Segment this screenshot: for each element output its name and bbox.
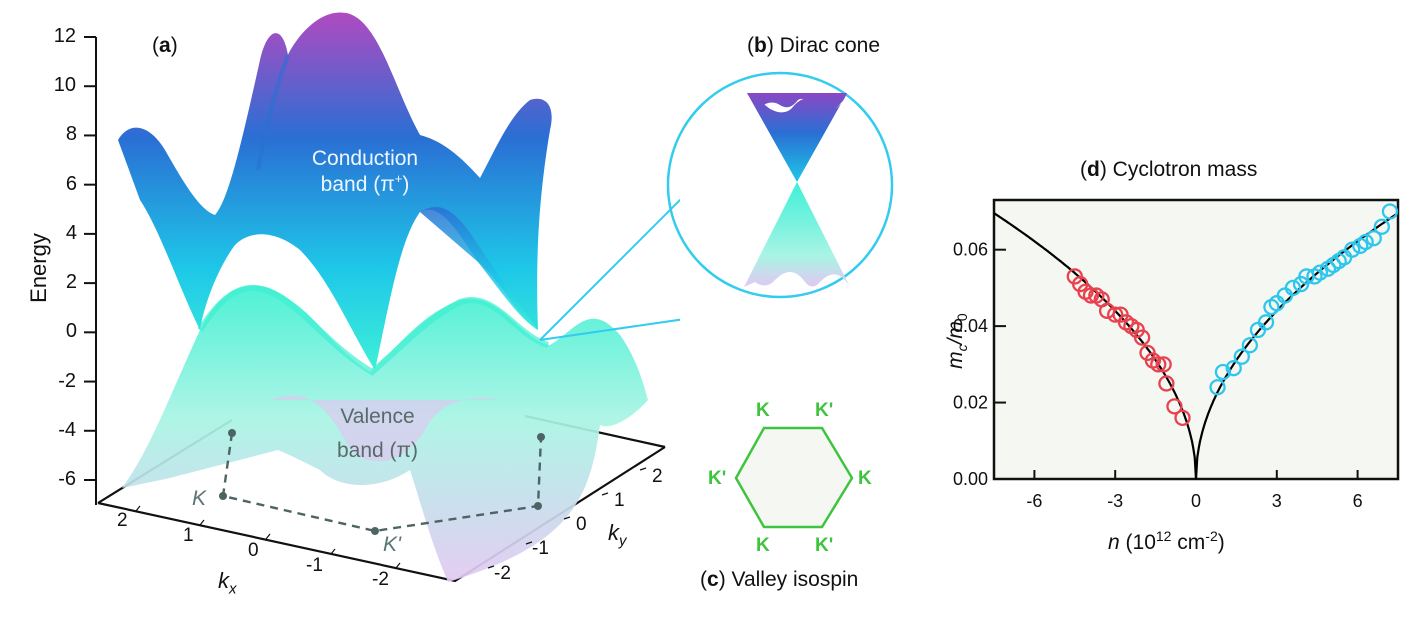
panel-c-valley-isospin: K K' K' K K K' (c) Valley isospin — [690, 390, 920, 628]
x-tick-label: -6 — [1026, 491, 1042, 511]
energy-tick-label: 8 — [65, 123, 77, 146]
electrons-data-point — [1257, 314, 1275, 331]
electrons-data-point — [1241, 337, 1259, 354]
panel-d-cyclotron-mass: (d) Cyclotron mass -6 -3 0 3 6 0.00 0.02 0.04 0.… — [920, 150, 1401, 628]
electrons-data-point — [1225, 360, 1242, 377]
electrons-data-point — [1214, 363, 1232, 381]
valley-hexagon — [734, 426, 854, 529]
electrons-data-point — [1365, 230, 1382, 247]
electrons-data-point — [1233, 348, 1250, 365]
energy-tick-label: 10 — [53, 74, 76, 97]
energy-tick-label: -4 — [58, 418, 76, 441]
energy-tick-label: 12 — [53, 25, 76, 47]
conduction-band-surface — [118, 12, 552, 370]
panel-a-label: (a) — [152, 34, 178, 57]
holes-data-point — [1166, 398, 1183, 415]
electrons-data-point — [1284, 279, 1302, 297]
energy-tick-label: -2 — [58, 369, 76, 392]
x-tick-label: 0 — [1191, 491, 1201, 511]
electrons-data-point — [1381, 203, 1399, 220]
energy-tick-label: -6 — [58, 468, 76, 490]
plot-area — [992, 198, 1400, 481]
energy-tick-label: 0 — [65, 320, 77, 343]
panel-b-dirac-cone: (b) Dirac cone — [660, 0, 920, 320]
panel-a-band-structure: 12 10 8 6 4 2 0 -2 -4 -6 Energy (a) Conduction ba… — [0, 0, 789, 628]
x-axis-label: n (1012 cm-2) — [1108, 528, 1225, 554]
holes-data-point — [1155, 356, 1172, 373]
energy-tick-label: 2 — [65, 271, 77, 294]
holes-data-point — [1107, 306, 1124, 323]
energy-axis-label: Energy — [26, 233, 51, 303]
holes-data-point — [1133, 329, 1151, 346]
electrons-data-point — [1344, 241, 1361, 258]
y-tick-label: 0.06 — [953, 240, 988, 260]
band-structure-plot — [84, 12, 789, 583]
zoom-connector-lines — [539, 179, 789, 341]
energy-axis — [84, 36, 97, 505]
dirac-cone-inset — [666, 71, 894, 299]
valence-band-surface — [122, 284, 648, 582]
kprime-point-label: K' — [383, 533, 402, 556]
k-point-label: K — [192, 487, 207, 510]
y-tick-label: 0.02 — [953, 393, 988, 413]
ky-axis-ticks — [487, 467, 647, 569]
holes-data-point — [1150, 356, 1167, 373]
panel-d-title: (d) Cyclotron mass — [1080, 158, 1258, 181]
kx-axis-label: kx — [218, 568, 237, 598]
brillouin-zone-projection — [219, 429, 545, 535]
electrons-data-point — [1373, 218, 1390, 235]
x-tick-label: -3 — [1107, 491, 1123, 511]
electrons-data-point — [1311, 264, 1329, 281]
zoom-circle — [666, 71, 894, 299]
panel-b-title: (b) Dirac cone — [747, 34, 881, 57]
energy-tick-label: 6 — [65, 172, 77, 195]
conduction-band-label: Conduction band (π+) — [311, 147, 419, 196]
electrons-data-point — [1209, 379, 1226, 396]
holes-data-point — [1082, 287, 1100, 304]
panel-c-title: (c) Valley isospin — [700, 568, 859, 591]
energy-tick-label: 4 — [65, 221, 77, 244]
valence-band-label: Valence band (π) — [336, 405, 419, 462]
cyclotron-mass-plot: -6 -3 0 3 6 0.00 0.02 0.04 0.06 — [953, 198, 1400, 511]
ky-axis-label: ky — [608, 520, 627, 550]
holes-data-point — [1174, 409, 1191, 426]
kx-axis-ticks — [135, 505, 401, 569]
y-tick-label: 0.04 — [953, 316, 988, 336]
holes-data-point — [1158, 375, 1175, 392]
x-tick-label: 3 — [1272, 491, 1282, 511]
y-axis-label: mc/m0 — [943, 313, 971, 369]
electrons-data-point — [1357, 233, 1374, 251]
x-tick-label: 6 — [1353, 491, 1363, 511]
y-tick-label: 0.00 — [953, 469, 988, 489]
